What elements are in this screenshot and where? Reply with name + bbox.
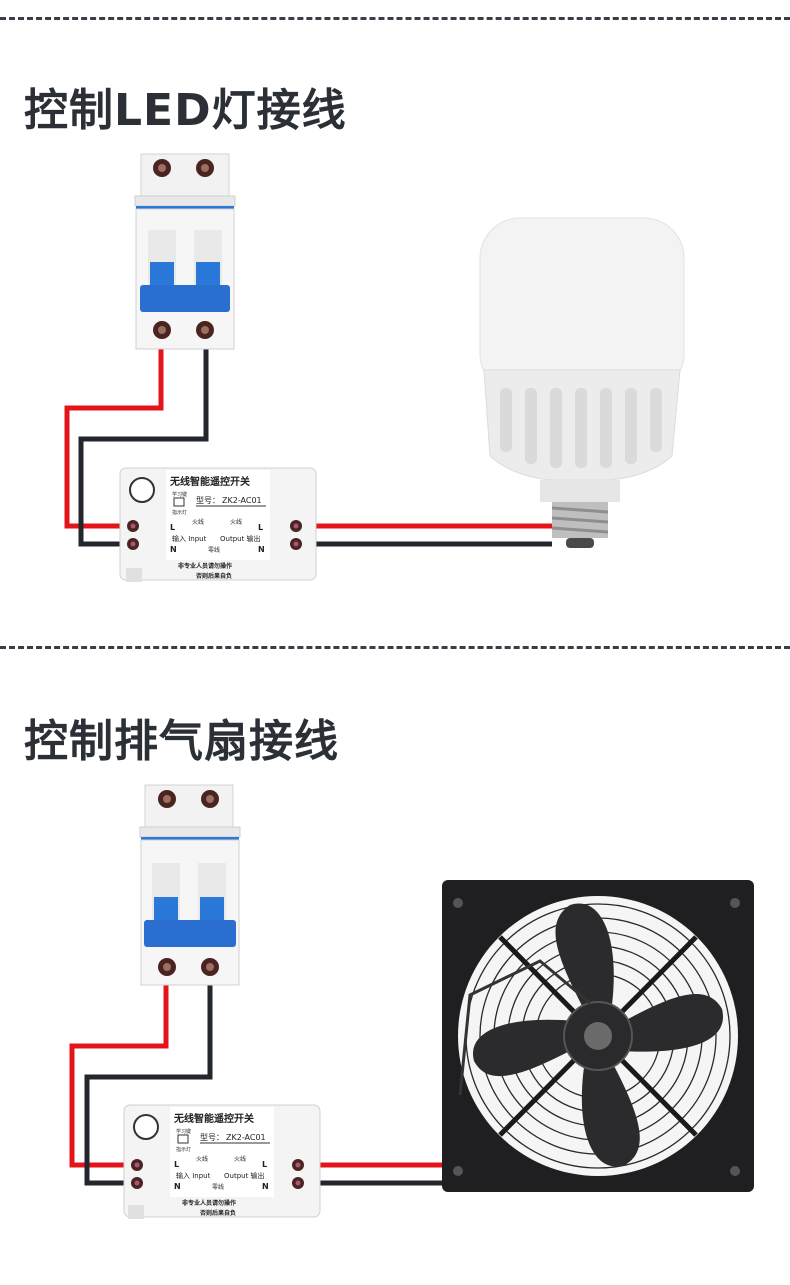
led-L-in: L: [170, 523, 175, 532]
led-breaker-live-wire: [64, 330, 164, 529]
fan-L-in: L: [174, 1160, 179, 1169]
section-title-fan: 控制排气扇接线: [24, 716, 339, 767]
section-title-led: 控制LED灯接线: [24, 85, 347, 136]
fan-live-in: 火线: [196, 1155, 208, 1163]
led-wires: [64, 330, 552, 547]
led-indicator: 指示灯: [172, 509, 187, 516]
circuit-breaker-icon: [134, 153, 236, 350]
fan-indicator: 指示灯: [176, 1146, 191, 1153]
fan-N-out: N: [262, 1182, 269, 1191]
led-L-out: L: [258, 523, 263, 532]
led-N-in: N: [170, 545, 177, 554]
top-divider: [0, 17, 790, 20]
exhaust-fan-icon: [442, 880, 754, 1192]
led-output: Output 输出: [220, 534, 261, 543]
fan-L-out: L: [262, 1160, 267, 1169]
fan-wires: [69, 967, 448, 1186]
fan-switch-module: 无线智能遥控开关 学习键 指示灯 型号： ZK2-AC01 火线 火线 L L …: [123, 1104, 321, 1219]
led-model: ZK2-AC01: [222, 496, 262, 505]
fan-breaker-live-wire: [69, 967, 169, 1168]
fan-N-in: N: [174, 1182, 181, 1191]
led-warning1: 非专业人员请勿操作: [178, 562, 232, 570]
led-bulb-icon: [479, 217, 685, 548]
circuit-breaker-icon: [139, 784, 241, 986]
fan-learn-key: 学习键: [176, 1128, 191, 1135]
led-live-in: 火线: [192, 518, 204, 526]
led-switch-module: 无线智能遥控开关 学习键 指示灯 型号： ZK2-AC01 火线 火线 L L …: [119, 467, 317, 582]
fan-module-name: 无线智能遥控开关: [173, 1112, 254, 1125]
fan-model-label: 型号：: [200, 1133, 224, 1142]
fan-input: 输入 Input: [176, 1171, 211, 1180]
fan-warning1: 非专业人员请勿操作: [182, 1199, 236, 1207]
led-wiring-diagram: 无线智能遥控开关 学习键 指示灯 型号： ZK2-AC01 火线 火线 L L …: [64, 153, 685, 582]
fan-model: ZK2-AC01: [226, 1133, 266, 1142]
led-breaker-neutral-wire: [78, 330, 209, 547]
fan-wiring-diagram: 无线智能遥控开关 学习键 指示灯 型号： ZK2-AC01 火线 火线 L L …: [69, 784, 754, 1219]
fan-output: Output 输出: [224, 1171, 265, 1180]
fan-live-out: 火线: [234, 1155, 246, 1163]
led-learn-key: 学习键: [172, 491, 187, 498]
led-module-name: 无线智能遥控开关: [169, 475, 250, 488]
fan-warning2: 否则后果自负: [200, 1209, 236, 1217]
fan-neutral: 零线: [212, 1183, 224, 1191]
fan-breaker-neutral-wire: [84, 967, 213, 1186]
led-N-out: N: [258, 545, 265, 554]
led-live-out: 火线: [230, 518, 242, 526]
led-neutral: 零线: [208, 546, 220, 554]
led-input: 输入 Input: [172, 534, 207, 543]
led-warning2: 否则后果自负: [196, 572, 232, 580]
middle-divider: [0, 646, 790, 649]
led-model-label: 型号：: [196, 496, 220, 505]
